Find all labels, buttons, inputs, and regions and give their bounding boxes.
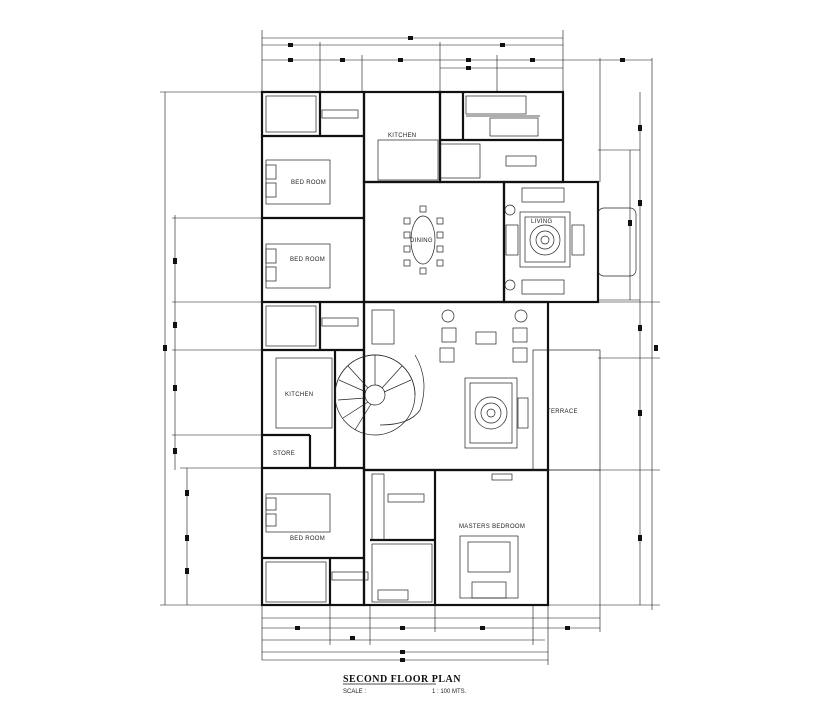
label-master-bedroom: MASTERS BEDROOM xyxy=(459,524,525,530)
hall-sofa-set xyxy=(439,309,529,449)
walls xyxy=(260,90,637,607)
label-dining: DINING xyxy=(410,238,433,244)
label-bedroom-3: BED ROOM xyxy=(290,536,325,542)
label-bedroom-1: BED ROOM xyxy=(291,180,326,186)
scale-label: SCALE : xyxy=(343,689,366,695)
dining-table xyxy=(403,205,444,275)
label-kitchen-top: KITCHEN xyxy=(388,133,416,139)
living-sofa-set xyxy=(504,187,585,295)
tiled-areas xyxy=(265,95,439,603)
fixtures xyxy=(321,109,537,601)
label-terrace: TERRACE xyxy=(547,409,578,415)
scale-value: 1 : 100 MTS. xyxy=(432,689,467,695)
label-kitchen-mid: KITCHEN xyxy=(285,392,313,398)
staircase-spiral xyxy=(334,354,425,436)
dimension-lines xyxy=(160,30,660,665)
drawing-title: SECOND FLOOR PLAN xyxy=(343,674,461,685)
label-living: LIVING xyxy=(531,219,553,225)
label-store: STORE xyxy=(273,451,295,457)
beds xyxy=(265,159,519,599)
label-bedroom-2: BED ROOM xyxy=(290,257,325,263)
staircase-straight xyxy=(465,95,540,137)
